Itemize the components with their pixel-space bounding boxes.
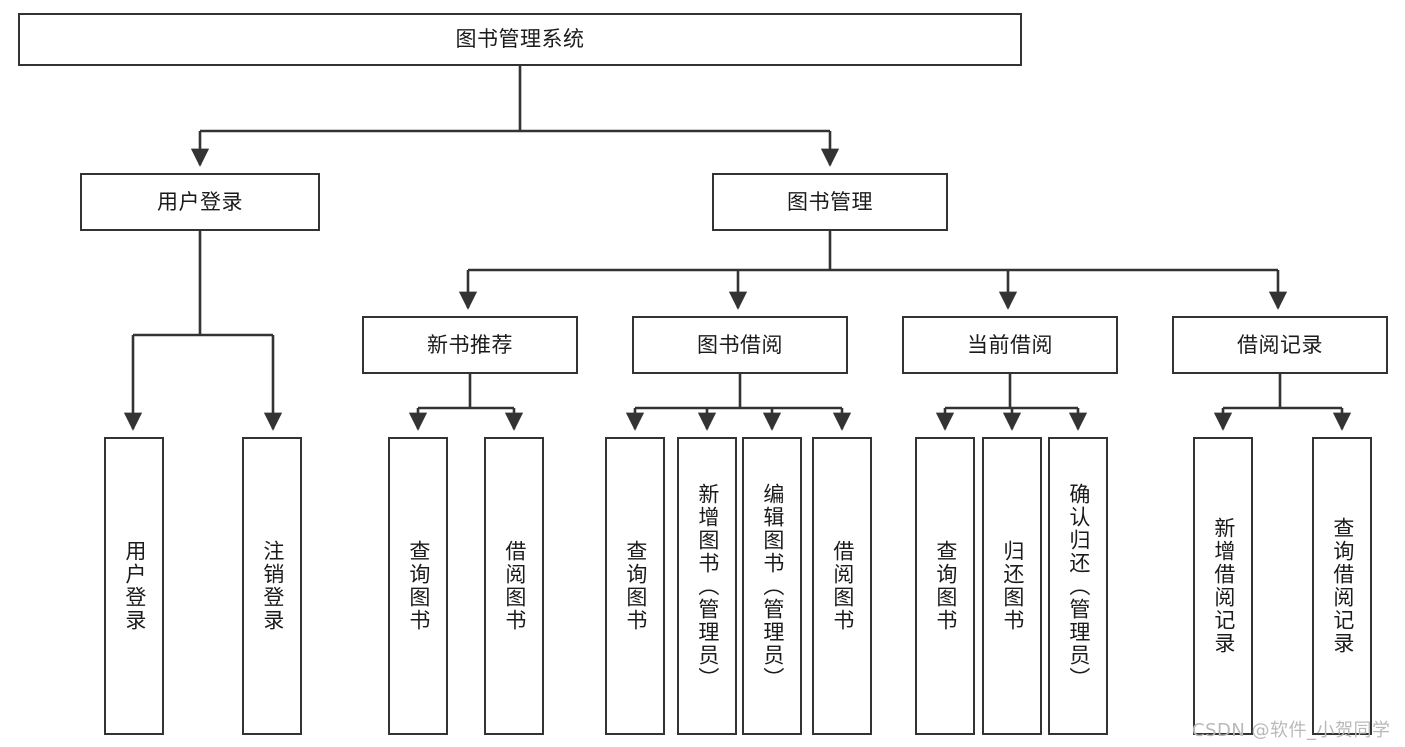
leaf-borrow-book[interactable]: 借阅图书 [812, 437, 872, 735]
leaf-edit-book-label: 编辑图书（管理员） [760, 482, 785, 690]
leaf-logout-label: 注销登录 [260, 540, 285, 632]
leaf-user-login-label: 用户登录 [122, 540, 147, 632]
node-root-label: 图书管理系统 [455, 27, 585, 52]
node-borrow-record[interactable]: 借阅记录 [1172, 316, 1388, 374]
leaf-edit-book[interactable]: 编辑图书（管理员） [742, 437, 802, 735]
node-book-borrow[interactable]: 图书借阅 [632, 316, 848, 374]
leaf-return-book[interactable]: 归还图书 [982, 437, 1042, 735]
leaf-query-record-label: 查询借阅记录 [1330, 517, 1355, 655]
leaf-query-book-cur[interactable]: 查询图书 [915, 437, 975, 735]
node-book-manage[interactable]: 图书管理 [712, 173, 948, 231]
node-user-login[interactable]: 用户登录 [80, 173, 320, 231]
leaf-confirm-return[interactable]: 确认归还（管理员） [1048, 437, 1108, 735]
leaf-add-book-label: 新增图书（管理员） [695, 482, 720, 690]
leaf-logout[interactable]: 注销登录 [242, 437, 302, 735]
node-new-book-rec[interactable]: 新书推荐 [362, 316, 578, 374]
node-book-borrow-label: 图书借阅 [697, 332, 783, 357]
node-user-login-label: 用户登录 [157, 189, 243, 214]
leaf-query-record[interactable]: 查询借阅记录 [1312, 437, 1372, 735]
leaf-query-book-rec[interactable]: 查询图书 [388, 437, 448, 735]
node-current-borrow-label: 当前借阅 [967, 332, 1053, 357]
leaf-borrow-book-rec-label: 借阅图书 [502, 540, 527, 632]
leaf-add-record-label: 新增借阅记录 [1211, 517, 1236, 655]
leaf-add-record[interactable]: 新增借阅记录 [1193, 437, 1253, 735]
node-current-borrow[interactable]: 当前借阅 [902, 316, 1118, 374]
leaf-add-book[interactable]: 新增图书（管理员） [677, 437, 737, 735]
leaf-query-book-cur-label: 查询图书 [933, 540, 958, 632]
leaf-query-book-rec-label: 查询图书 [406, 540, 431, 632]
leaf-return-book-label: 归还图书 [1000, 540, 1025, 632]
leaf-user-login[interactable]: 用户登录 [104, 437, 164, 735]
leaf-query-book-label: 查询图书 [623, 540, 648, 632]
node-root[interactable]: 图书管理系统 [18, 13, 1022, 66]
node-book-manage-label: 图书管理 [787, 189, 873, 214]
leaf-confirm-return-label: 确认归还（管理员） [1066, 482, 1091, 690]
node-new-book-rec-label: 新书推荐 [427, 332, 513, 357]
node-borrow-record-label: 借阅记录 [1237, 332, 1323, 357]
leaf-query-book[interactable]: 查询图书 [605, 437, 665, 735]
leaf-borrow-book-label: 借阅图书 [830, 540, 855, 632]
leaf-borrow-book-rec[interactable]: 借阅图书 [484, 437, 544, 735]
